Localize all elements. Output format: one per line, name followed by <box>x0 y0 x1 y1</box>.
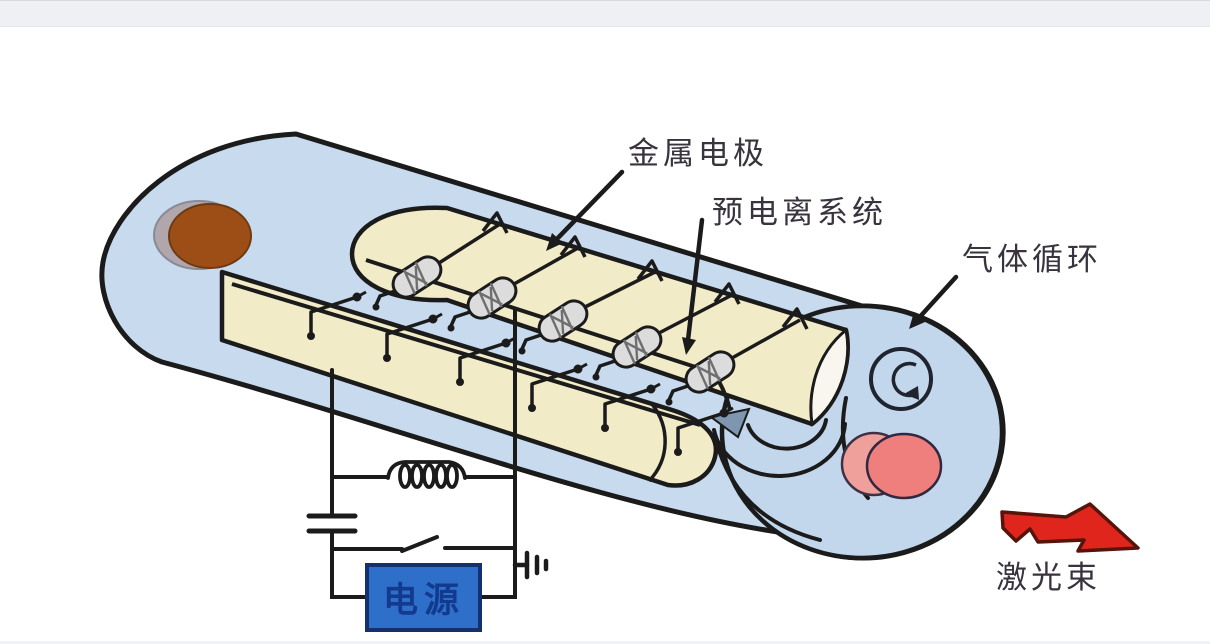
gas-circulation-arrow <box>909 274 959 329</box>
corona-pin <box>456 336 516 386</box>
spark-gap <box>684 350 736 394</box>
spark-gap-feed-wires <box>438 222 801 360</box>
rear-mirror-face <box>168 203 252 269</box>
rear-mirror <box>153 200 252 270</box>
spark-gap <box>391 255 443 299</box>
metal-electrode-label: 金属电极 <box>628 136 768 171</box>
spark-gap <box>466 276 518 320</box>
spark-gap-leads <box>372 289 689 406</box>
corona-pin <box>307 290 367 340</box>
gas-flow-arcs <box>712 396 870 542</box>
gas-swirl-icon <box>869 347 933 411</box>
upper-electrode-end-face <box>809 327 850 427</box>
power-supply-label: 电源 <box>383 581 465 620</box>
diagram-labels: 金属电极 预电离系统 气体循环 激光束 <box>628 136 1102 595</box>
laser-beam-label: 激光束 <box>996 560 1101 595</box>
discharge-circuit <box>306 307 549 599</box>
capacitor-icon <box>306 513 358 534</box>
right-circuit-wire <box>478 307 517 599</box>
preionization-label: 预电离系统 <box>712 195 887 230</box>
spark-gap <box>537 299 589 343</box>
electrode-contact-kinks <box>481 211 809 330</box>
spark-gap <box>611 325 663 369</box>
bottom-gray-edge <box>0 641 1210 644</box>
ground-icon <box>512 550 549 580</box>
top-gray-band <box>0 0 1210 27</box>
laser-beam-arrow-icon <box>1000 502 1140 553</box>
gas-circulation-label: 气体循环 <box>962 242 1102 277</box>
metal-electrode-arrow <box>546 169 625 251</box>
corona-pin <box>601 382 661 432</box>
flow-arc-inner <box>746 418 828 451</box>
power-supply-box: 电源 <box>365 563 482 632</box>
flow-arrowhead-icon <box>708 407 751 439</box>
preionization-arrow <box>682 217 705 355</box>
output-mirror <box>840 431 943 500</box>
corona-pin <box>528 362 588 412</box>
flow-arc-bottom <box>714 438 822 542</box>
inductor-icon <box>386 460 467 489</box>
corona-pin <box>383 312 443 362</box>
flow-arc-outer <box>712 422 847 478</box>
annotation-arrows <box>546 169 959 355</box>
spark-gap-cylinders <box>372 255 736 406</box>
switch-icon <box>330 535 517 553</box>
output-mirror-face <box>865 432 943 500</box>
